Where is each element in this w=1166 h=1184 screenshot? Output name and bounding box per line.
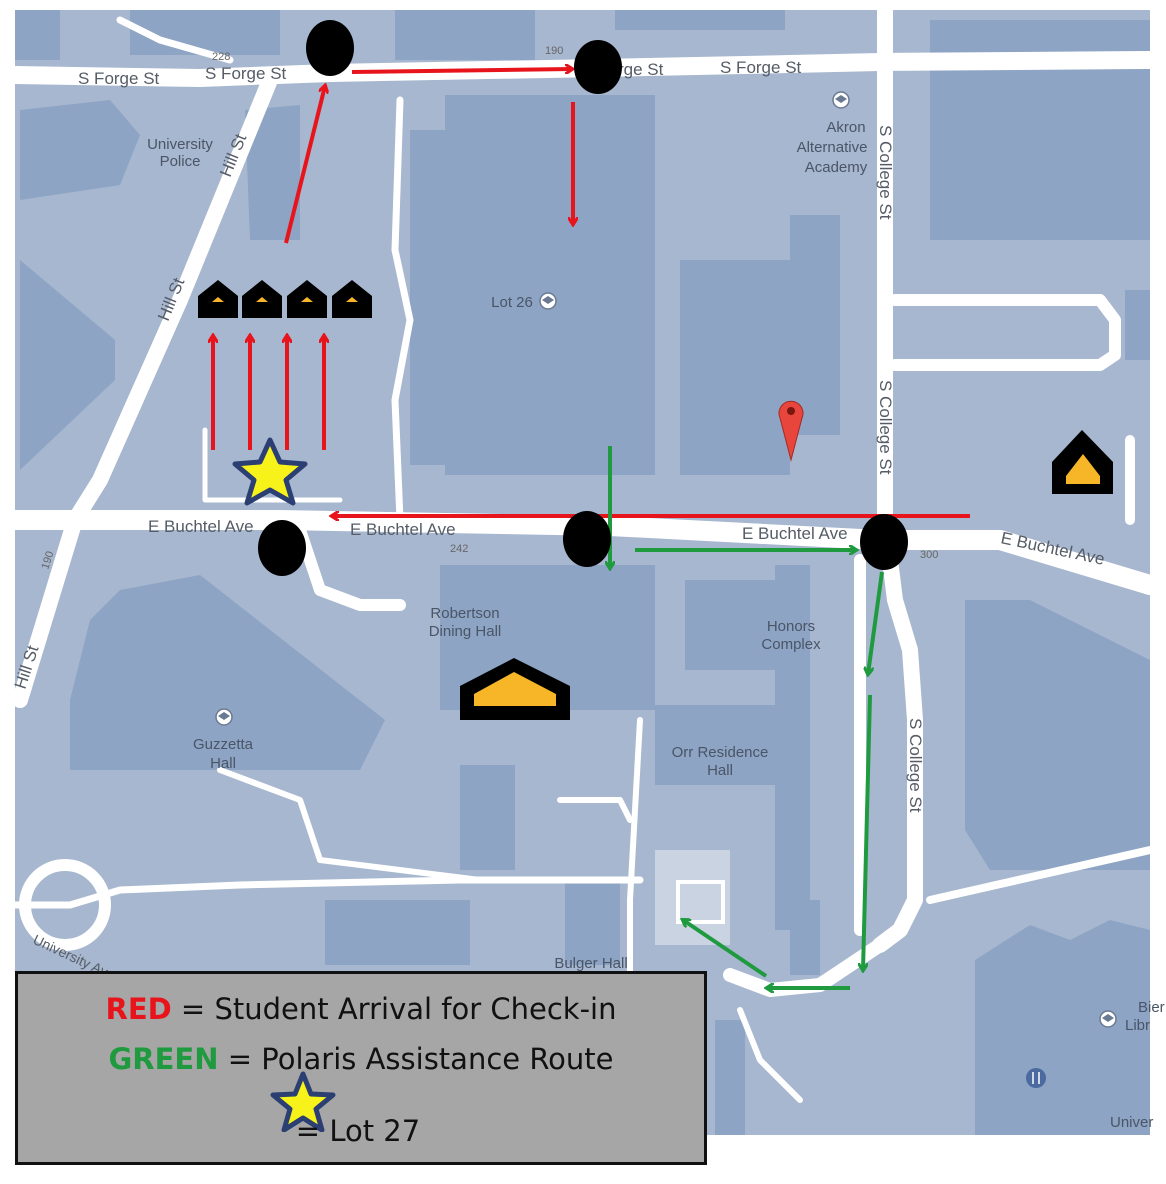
checkpoint-dot	[258, 520, 306, 576]
roundabout	[19, 859, 111, 951]
map-legend: RED = Student Arrival for Check-in GREEN…	[15, 971, 707, 1165]
lot-27-star-icon	[232, 437, 308, 506]
place-label-bierce: Bier	[1138, 999, 1165, 1016]
address-number: 300	[920, 549, 938, 561]
place-label-university-police: Police	[160, 153, 201, 170]
place-label-university: Univer	[1110, 1114, 1153, 1131]
place-label-lot-26: Lot 26	[491, 294, 533, 311]
street-label-college: S College St	[876, 125, 895, 220]
place-label-honors: Complex	[761, 636, 821, 653]
legend-red-row: RED = Student Arrival for Check-in	[18, 992, 704, 1026]
legend-green-row: GREEN = Polaris Assistance Route	[18, 1042, 704, 1076]
address-number: 190	[39, 550, 56, 571]
housing-icon	[1052, 430, 1113, 494]
housing-icon	[332, 280, 372, 318]
address-number: 242	[450, 543, 468, 555]
street-label-college: S College St	[906, 718, 925, 813]
housing-icon	[460, 658, 570, 720]
place-label-guzzetta: Hall	[210, 755, 236, 772]
housing-icon	[287, 280, 327, 318]
map-pin-icon[interactable]	[778, 400, 804, 462]
street-label-s-forge: S Forge St	[720, 58, 802, 77]
place-label-university-police: University	[147, 136, 213, 153]
street-label-s-forge: S Forge St	[78, 69, 160, 88]
legend-red-key: RED	[105, 992, 172, 1026]
red-route	[213, 69, 970, 516]
legend-star-row: = Lot 27	[178, 1114, 538, 1148]
street-label-college: S College St	[876, 380, 895, 475]
place-label-akron-alternative: Akron	[826, 119, 865, 136]
address-number: 190	[545, 45, 563, 57]
housing-icon	[198, 280, 238, 318]
school-icon	[1099, 1010, 1117, 1028]
housing-icon	[242, 280, 282, 318]
checkpoint-dot	[563, 511, 611, 567]
checkpoint-dot	[860, 514, 908, 570]
place-label-orr: Orr Residence	[672, 744, 769, 761]
street-label-buchtel: E Buchtel Ave	[742, 524, 848, 543]
parking-structure	[655, 850, 730, 945]
school-icon	[539, 292, 557, 310]
school-icon	[832, 91, 850, 109]
street-label-buchtel: E Buchtel Ave	[350, 520, 456, 539]
place-label-akron-alternative: Academy	[805, 159, 868, 176]
legend-star-text: = Lot 27	[295, 1114, 421, 1148]
school-icon	[215, 708, 233, 726]
street-label-buchtel: E Buchtel Ave	[148, 517, 254, 536]
place-label-guzzetta: Guzzetta	[193, 736, 254, 753]
place-label-robertson: Dining Hall	[429, 623, 502, 640]
legend-star-icon	[270, 1071, 336, 1132]
place-label-robertson: Robertson	[430, 605, 499, 622]
place-label-bulger: Bulger Hall	[554, 955, 627, 972]
address-number: 228	[212, 51, 230, 63]
checkpoint-dot	[574, 40, 622, 94]
green-route	[610, 446, 884, 988]
legend-green-key: GREEN	[108, 1042, 219, 1076]
place-label-honors: Honors	[767, 618, 815, 635]
checkpoint-dot	[306, 20, 354, 76]
street-label-s-forge: S Forge St	[205, 64, 287, 83]
legend-red-text: = Student Arrival for Check-in	[171, 992, 617, 1026]
place-label-orr: Hall	[707, 762, 733, 779]
place-label-akron-alternative: Alternative	[797, 139, 868, 156]
place-label-bierce: Libr	[1125, 1017, 1150, 1034]
legend-green-text: = Polaris Assistance Route	[218, 1042, 614, 1076]
restaurant-icon	[1026, 1068, 1046, 1088]
street-label-s-forge: rge St	[618, 60, 664, 79]
